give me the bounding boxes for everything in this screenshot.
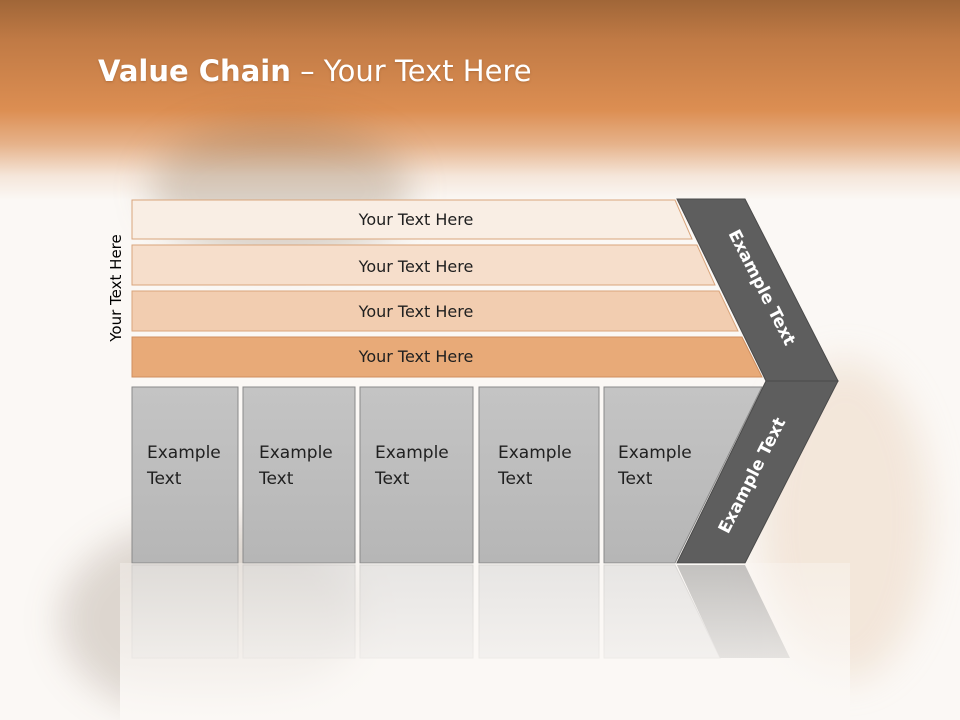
column-1-label: Example Text — [147, 443, 221, 489]
bar-1 — [131, 199, 693, 240]
bar-3 — [131, 290, 739, 332]
column-5-label: Example Text — [618, 443, 692, 489]
column-4 — [478, 386, 600, 564]
bar-2-label: Your Text Here — [358, 257, 474, 276]
slide-title: Value Chain – Your Text Here — [98, 54, 532, 88]
header-band — [0, 0, 960, 200]
bar-4 — [131, 336, 763, 378]
column-4-label: Example Text — [498, 443, 572, 489]
bar-3-label: Your Text Here — [358, 302, 474, 321]
bar-2 — [131, 244, 716, 286]
bar-1-label: Your Text Here — [358, 210, 474, 229]
column-3 — [359, 386, 474, 564]
column-2 — [242, 386, 356, 564]
column-2-label: Example Text — [259, 443, 333, 489]
reflection-fade — [120, 563, 850, 720]
bar-4-label: Your Text Here — [358, 347, 474, 366]
column-1 — [131, 386, 239, 564]
column-3-label: Example Text — [375, 443, 449, 489]
